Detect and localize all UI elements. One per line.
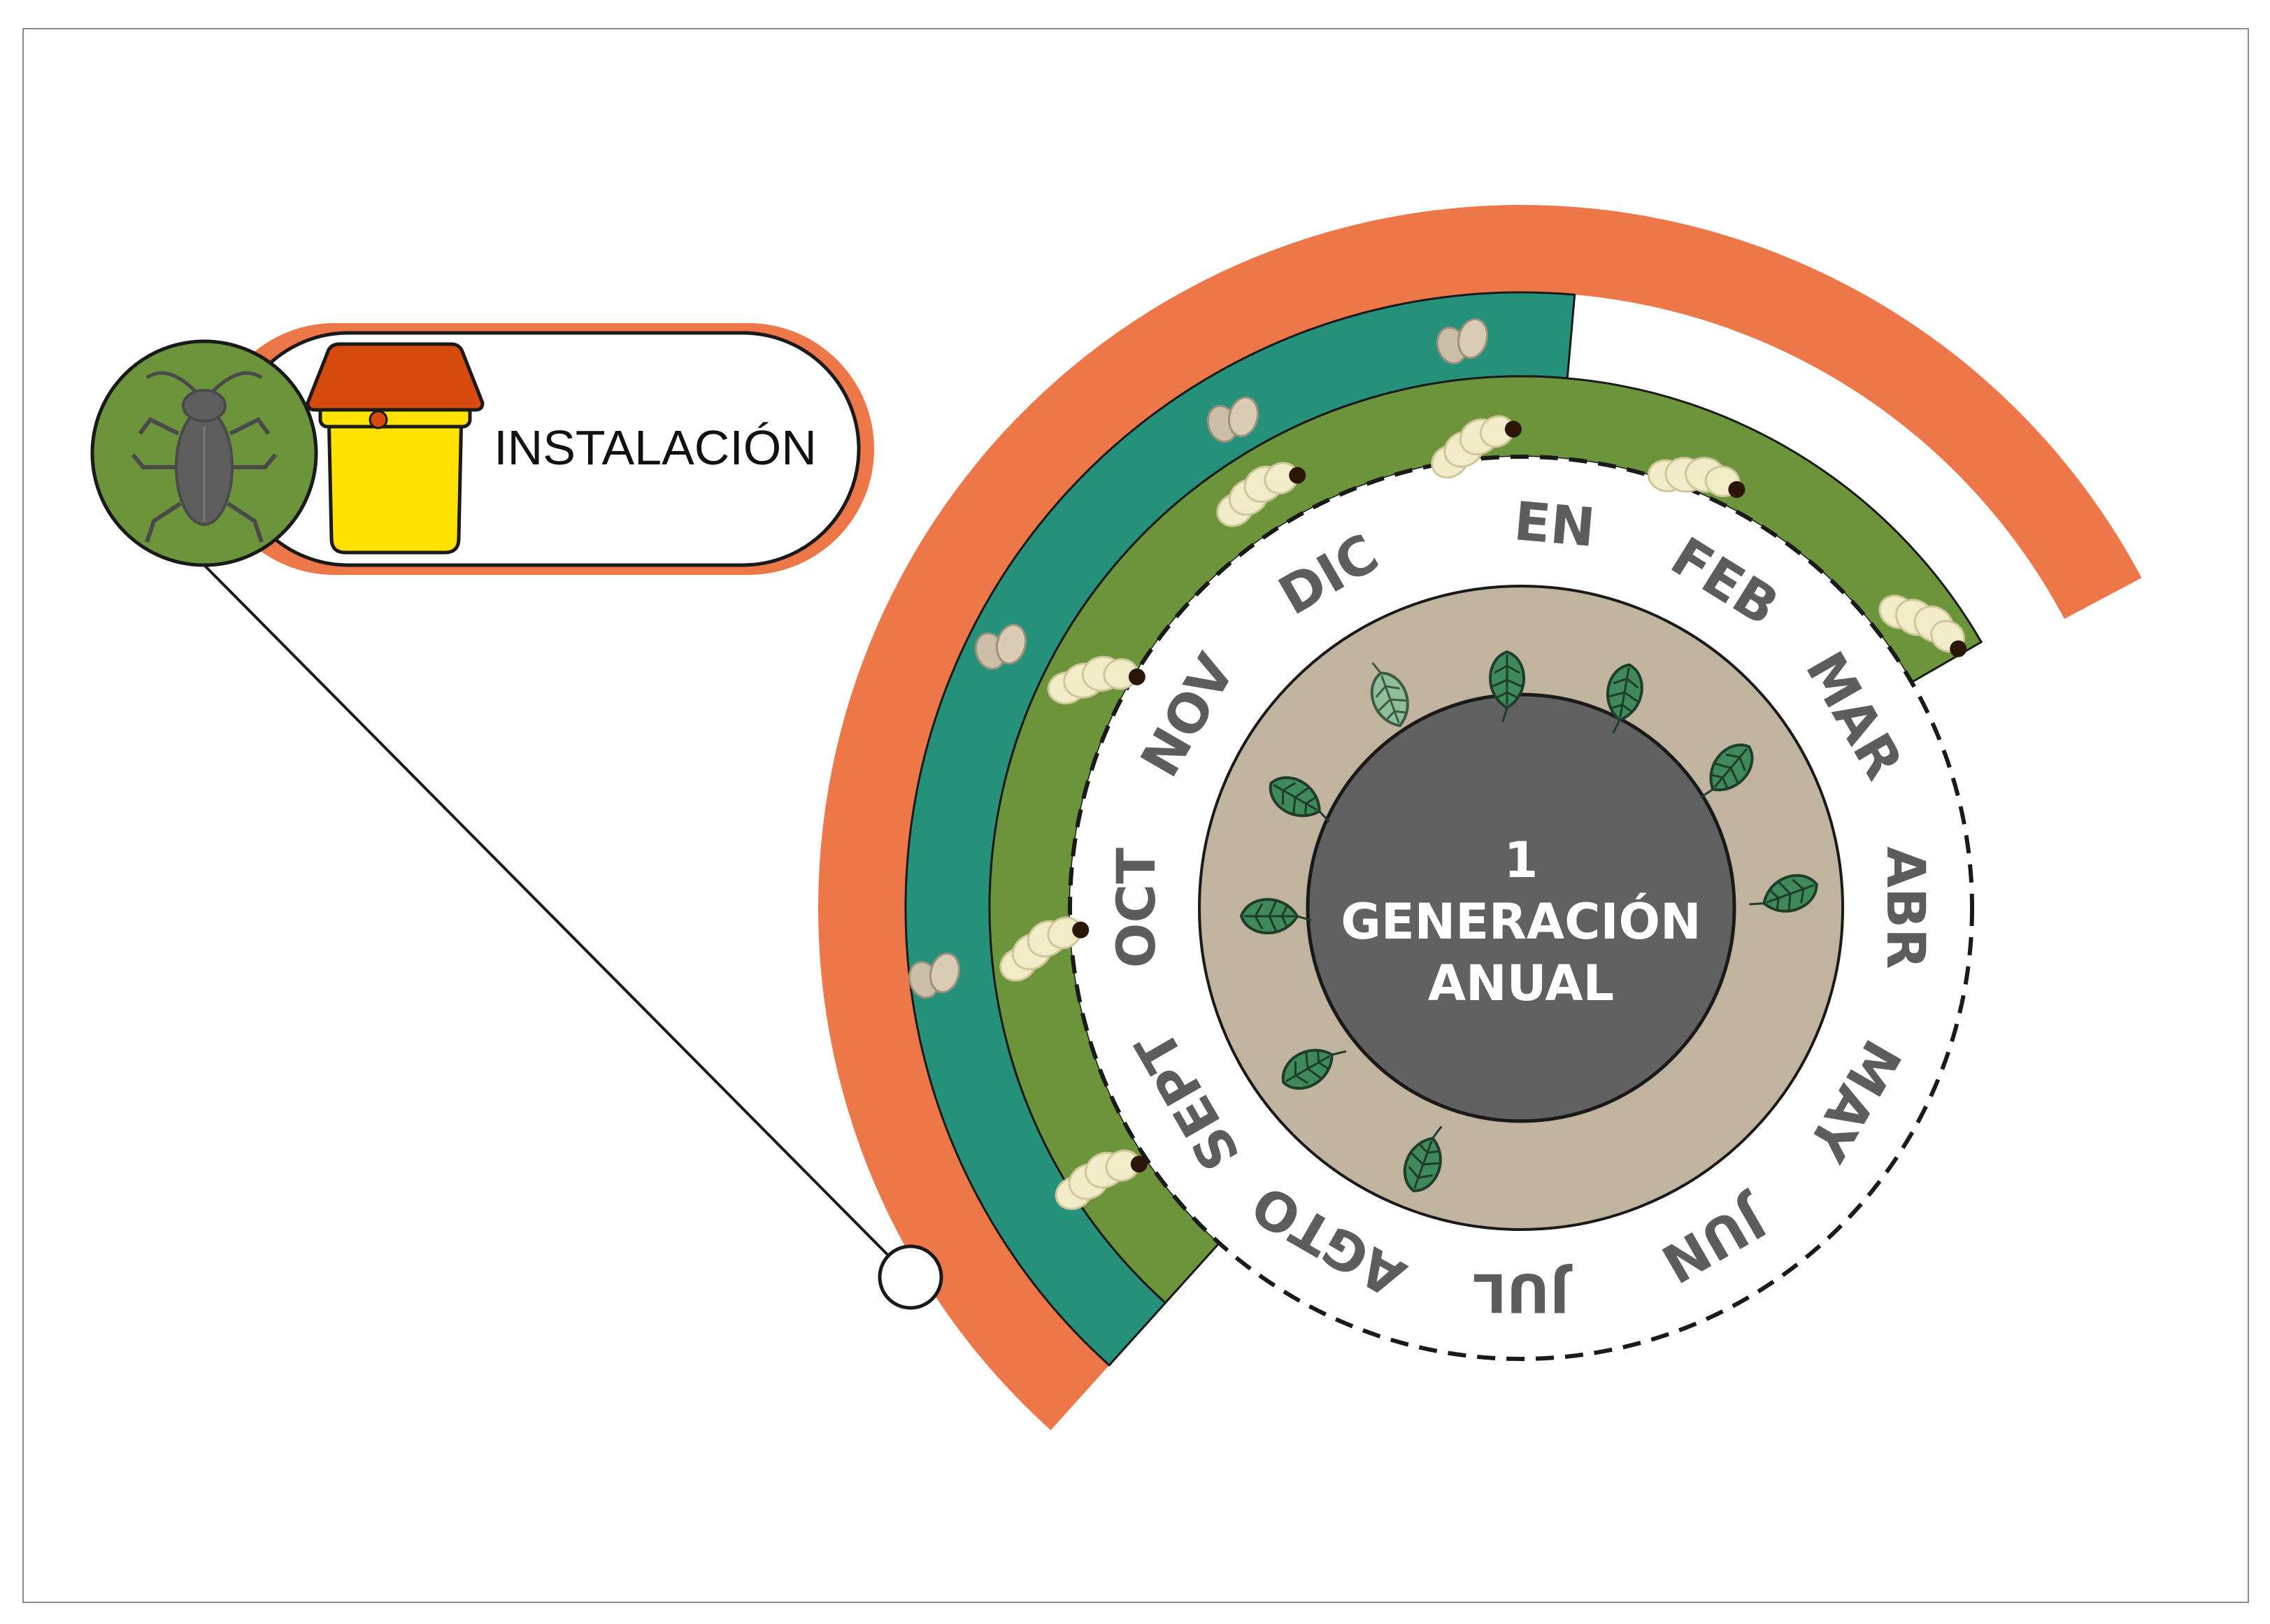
month-label-abr: ABR bbox=[1875, 846, 1937, 969]
orange-band bbox=[818, 205, 2142, 1430]
center-line-2: GENERACIÓN bbox=[1341, 893, 1701, 950]
center-line-3: ANUAL bbox=[1428, 955, 1614, 1012]
cockroach-icon bbox=[131, 371, 278, 543]
center-line-1: 1 bbox=[1504, 832, 1539, 889]
installation-marker bbox=[878, 1244, 943, 1310]
page-frame bbox=[22, 28, 2249, 1603]
yellow-trap-icon bbox=[306, 342, 485, 555]
connector-line bbox=[203, 564, 904, 1271]
installation-badge: INSTALACIÓN bbox=[90, 323, 874, 575]
month-label-en: EN bbox=[1512, 490, 1598, 559]
month-label-jul: JUL bbox=[1473, 1262, 1573, 1324]
month-label-oct: OCT bbox=[1105, 848, 1167, 968]
badge-label: INSTALACIÓN bbox=[494, 420, 817, 475]
